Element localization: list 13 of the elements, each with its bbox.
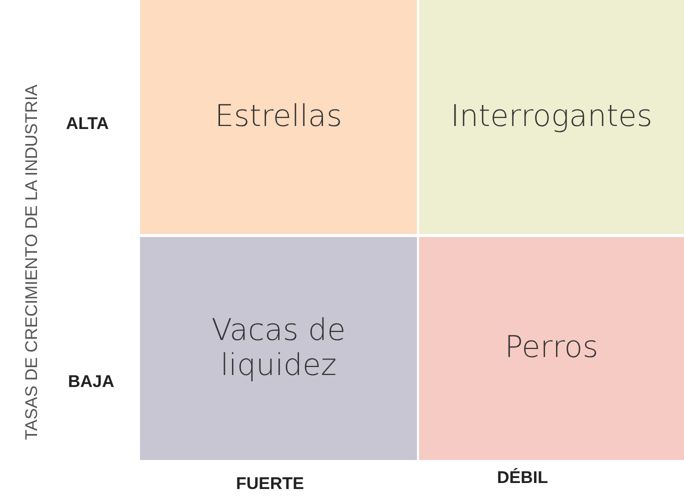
quadrant-box [140,0,417,234]
quadrant-box [419,0,684,234]
column-label: FUERTE [236,474,304,494]
row-label: ALTA [66,114,109,134]
axis-title: TASAS DE CRECIMIENTO DE LA INDUSTRIA [22,84,42,440]
column-label: DÉBIL [497,468,548,488]
quadrant-label: Vacas de liquidez [210,314,347,383]
quadrant-label: Estrellas [214,100,342,134]
quadrant-label: Perros [504,331,598,366]
quadrant-label: Interrogantes [450,100,652,134]
quadrant-box [140,237,417,460]
row-label: BAJA [68,372,114,392]
quadrant-box [419,237,684,460]
